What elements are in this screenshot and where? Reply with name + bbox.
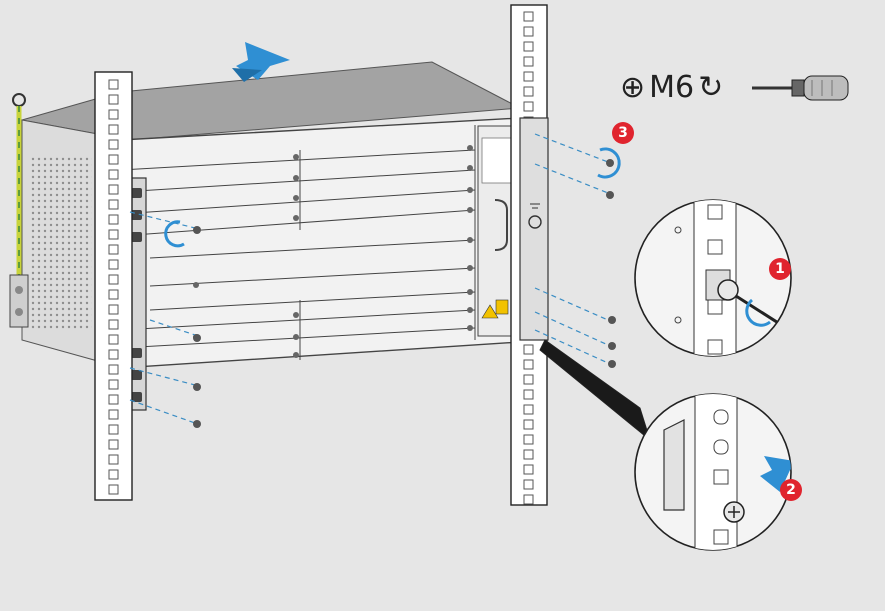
rack-hole bbox=[523, 26, 534, 37]
board-slots bbox=[119, 125, 476, 360]
rack-hole bbox=[108, 139, 119, 150]
rack-hole bbox=[108, 289, 119, 300]
rack-hole bbox=[108, 94, 119, 105]
zoom-detail-1 bbox=[634, 199, 792, 357]
rack-hole bbox=[108, 274, 119, 285]
label-sticker bbox=[481, 137, 513, 184]
zoom-pointer bbox=[539, 339, 651, 442]
rotate-arrow-icon bbox=[164, 220, 185, 248]
rack-hole bbox=[108, 349, 119, 360]
ground-terminal bbox=[528, 215, 542, 229]
rack-hole bbox=[108, 154, 119, 165]
board-screws bbox=[193, 145, 473, 358]
screw-guides bbox=[129, 133, 609, 424]
rack-hole bbox=[108, 259, 119, 270]
rack-hole bbox=[523, 494, 534, 505]
phillips-screw-icon: ⊕ bbox=[620, 69, 646, 105]
step-number: 2 bbox=[786, 482, 796, 498]
rack-hole bbox=[523, 359, 534, 370]
step-callout-3: 3 bbox=[612, 122, 634, 144]
rack-hole bbox=[108, 319, 119, 330]
ground-cable bbox=[9, 93, 29, 328]
rack-hole bbox=[523, 344, 534, 355]
rack-hole bbox=[523, 449, 534, 460]
rack-hole bbox=[108, 109, 119, 120]
rack-hole bbox=[108, 439, 119, 450]
screw-head-icon bbox=[717, 279, 739, 301]
rack-hole bbox=[108, 244, 119, 255]
rotate-arrow-icon bbox=[597, 147, 621, 179]
clockwise-rotation-icon: ↻ bbox=[698, 69, 724, 105]
step-number: 3 bbox=[618, 125, 628, 141]
rack-hole bbox=[523, 86, 534, 97]
rack-hole bbox=[108, 199, 119, 210]
rack-hole bbox=[108, 469, 119, 480]
warning-label-2 bbox=[495, 299, 509, 315]
rack-hole bbox=[523, 56, 534, 67]
step-callout-2: 2 bbox=[780, 479, 802, 501]
down-arrow-icon bbox=[760, 456, 791, 492]
rack-hole bbox=[108, 484, 119, 495]
right-rack-post bbox=[510, 4, 549, 506]
rack-hole bbox=[523, 374, 534, 385]
rack-hole bbox=[523, 71, 534, 82]
rack-hole bbox=[108, 184, 119, 195]
tool-legend: ⊕ M6 ↻ bbox=[620, 67, 723, 107]
rotation-arrows bbox=[164, 147, 621, 248]
rack-hole bbox=[108, 454, 119, 465]
ventilation-mesh bbox=[30, 155, 92, 330]
rack-hole bbox=[108, 79, 119, 90]
rotate-arrow-icon bbox=[745, 298, 771, 327]
rack-hole bbox=[523, 419, 534, 430]
loose-screws bbox=[193, 159, 616, 428]
zoom-detail-2 bbox=[634, 393, 792, 551]
step-callout-1: 1 bbox=[769, 258, 791, 280]
rack-hole bbox=[523, 101, 534, 112]
screwdriver-icon bbox=[752, 75, 849, 101]
rack-hole bbox=[108, 424, 119, 435]
rack-hole bbox=[108, 409, 119, 420]
screw-size-label: M6 bbox=[649, 69, 695, 105]
rack-hole bbox=[108, 394, 119, 405]
rack-hole bbox=[108, 124, 119, 135]
step-number: 1 bbox=[775, 261, 785, 277]
rack-hole bbox=[108, 334, 119, 345]
rack-hole bbox=[108, 214, 119, 225]
rack-hole bbox=[108, 229, 119, 240]
rack-hole bbox=[523, 479, 534, 490]
rack-hole bbox=[523, 404, 534, 415]
rack-hole bbox=[523, 464, 534, 475]
rack-hole bbox=[108, 169, 119, 180]
right-mounting-ear bbox=[519, 117, 549, 341]
rack-hole bbox=[523, 41, 534, 52]
warning-label bbox=[481, 304, 499, 319]
rack-hole bbox=[108, 304, 119, 315]
chassis bbox=[21, 61, 522, 371]
rack-hole bbox=[523, 434, 534, 445]
rack-hole bbox=[108, 379, 119, 390]
rack-hole bbox=[523, 389, 534, 400]
push-arrow-icon bbox=[232, 42, 290, 82]
left-rack-post bbox=[94, 71, 133, 501]
rack-hole bbox=[523, 11, 534, 22]
chassis-handle bbox=[494, 199, 508, 251]
rack-hole bbox=[108, 364, 119, 375]
